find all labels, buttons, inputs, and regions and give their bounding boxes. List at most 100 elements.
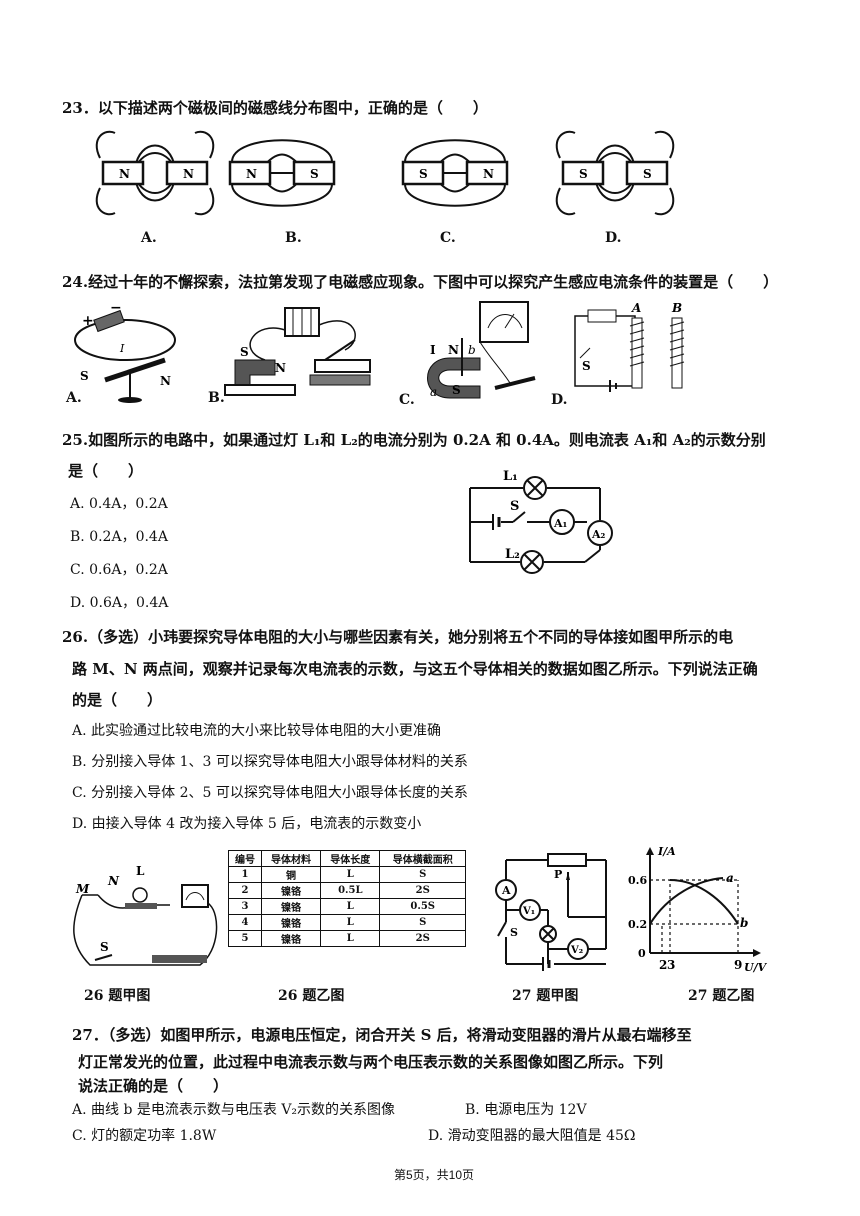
- table-row: 3 镍铬 L 0.5S: [228, 898, 466, 915]
- table-cell: S: [379, 914, 466, 931]
- table-cell: 4: [228, 914, 262, 931]
- graph-xtick: 9: [734, 958, 742, 972]
- fig-label: I: [430, 343, 436, 357]
- q24-figure-a: + − I S N: [74, 300, 176, 403]
- q26-jia-caption: 26 题甲图: [84, 988, 151, 1004]
- q27-option-b[interactable]: B. 电源电压为 12V: [465, 1102, 587, 1118]
- q27-option-c[interactable]: C. 灯的额定功率 1.8W: [72, 1128, 217, 1144]
- pole-label: N: [483, 167, 494, 181]
- fig-label: S: [452, 383, 461, 397]
- q25-stem-line1: 25.如图所示的电路中，如果通过灯 L₁和 L₂的电流分别为 0.2A 和 0.…: [62, 431, 766, 449]
- q23-option-d[interactable]: D.: [605, 230, 622, 246]
- switch-label: S: [510, 926, 518, 939]
- fig-label: a: [430, 385, 437, 399]
- q27-yi-graph: I/A U/V 0.6 0.2 0 2 3 9 a b: [628, 845, 768, 974]
- lamp-l2-label: L₂: [505, 547, 520, 562]
- table-cell: 0.5S: [379, 898, 466, 915]
- table-cell: 0.5L: [320, 882, 381, 899]
- graph-xtick: 2: [659, 958, 667, 972]
- q27-stem-line2: 灯正常发光的位置，此过程中电流表示数与两个电压表示数的关系图像如图乙所示。下列: [78, 1053, 664, 1071]
- q24-figure-b: S N: [224, 307, 371, 396]
- page-footer: 第5页，共10页: [394, 1168, 475, 1182]
- q23-figure-c: S N: [401, 139, 509, 207]
- ammeter-label: A: [501, 884, 511, 897]
- voltmeter-v1-label: V₁: [522, 906, 535, 917]
- q24-option-b[interactable]: B.: [208, 390, 225, 406]
- table-cell: 2S: [379, 882, 466, 899]
- q25-option-c[interactable]: C. 0.6A，0.2A: [70, 562, 168, 578]
- pole-label: S: [579, 167, 588, 181]
- table-cell: 镍铬: [260, 898, 322, 915]
- table-cell: 镍铬: [260, 914, 322, 931]
- pole-label: S: [643, 167, 652, 181]
- fig-label: N: [160, 374, 171, 388]
- q25-option-d[interactable]: D. 0.6A，0.4A: [70, 595, 169, 611]
- curve-a-label: a: [726, 871, 734, 885]
- graph-xtick: 3: [667, 958, 675, 972]
- switch-label: S: [510, 499, 519, 514]
- fig-label: N: [275, 361, 286, 375]
- q24-option-a[interactable]: A.: [66, 390, 82, 406]
- q27-jia-caption: 27 题甲图: [512, 988, 579, 1004]
- q25-option-a[interactable]: A. 0.4A，0.2A: [70, 496, 168, 512]
- q24-option-c[interactable]: C.: [399, 392, 415, 408]
- q25-option-b[interactable]: B. 0.2A，0.4A: [70, 529, 168, 545]
- q23-option-b[interactable]: B.: [285, 230, 302, 246]
- slider-label: P: [554, 868, 562, 881]
- table-cell: 铜: [260, 866, 322, 883]
- q26-option-b[interactable]: B. 分别接入导体 1、3 可以探究导体电阻大小跟导体材料的关系: [72, 754, 468, 770]
- pole-label: S: [419, 167, 428, 181]
- q27-yi-caption: 27 题乙图: [688, 988, 755, 1004]
- q27-jia-circuit: A V₁ V₂ P S: [495, 853, 607, 971]
- curve-b-label: b: [740, 916, 748, 930]
- q24-figure-d: S A B: [574, 301, 685, 392]
- voltmeter-v2-label: V₂: [570, 945, 583, 956]
- q23-figure-a: N N: [95, 130, 215, 216]
- q27-option-d[interactable]: D. 滑动变阻器的最大阻值是 45Ω: [428, 1128, 636, 1144]
- pole-label: N: [246, 167, 257, 181]
- pole-label: N: [183, 167, 194, 181]
- table-cell: L: [320, 914, 381, 931]
- table-row: 5 镍铬 L 2S: [228, 930, 466, 947]
- table-cell: S: [379, 866, 466, 883]
- q23-option-a[interactable]: A.: [141, 230, 157, 246]
- q27-stem-line1: 27．（多选）如图甲所示，电源电压恒定，闭合开关 S 后，将滑动变阻器的滑片从最…: [72, 1026, 692, 1044]
- q25-circuit-diagram: L₁ L₂ S A₁ A₂: [469, 469, 613, 574]
- q26-yi-caption: 26 题乙图: [278, 988, 345, 1004]
- pole-label: N: [119, 167, 130, 181]
- table-header: 导体横截面积: [379, 850, 466, 867]
- table-row: 2 镍铬 0.5L 2S: [228, 882, 466, 899]
- table-cell: 2: [228, 882, 262, 899]
- pole-label: S: [310, 167, 319, 181]
- table-header: 导体长度: [320, 850, 381, 867]
- table-cell: L: [320, 866, 381, 883]
- q27-option-a[interactable]: A. 曲线 b 是电流表示数与电压表 V₂示数的关系图像: [72, 1102, 396, 1118]
- fig-label: S: [582, 359, 591, 373]
- q26-option-c[interactable]: C. 分别接入导体 2、5 可以探究导体电阻大小跟导体长度的关系: [72, 785, 468, 801]
- graph-ytick: 0.2: [628, 918, 647, 931]
- fig-label: A: [631, 301, 641, 315]
- lamp-l1-label: L₁: [503, 469, 518, 484]
- table-row: 1 铜 L S: [228, 866, 466, 883]
- q23-figure-d: S S: [555, 130, 675, 216]
- fig-label: I: [119, 342, 125, 355]
- q23-stem: 23．以下描述两个磁极间的磁感线分布图中，正确的是（ ）: [62, 99, 488, 117]
- q26-option-a[interactable]: A. 此实验通过比较电流的大小来比较导体电阻的大小更准确: [72, 723, 442, 739]
- svg-text:−: −: [110, 300, 122, 316]
- q26-stem-line3: 的是（ ）: [72, 691, 163, 709]
- q23-option-c[interactable]: C.: [440, 230, 456, 246]
- fig-label: B: [671, 301, 682, 315]
- fig-label: N: [448, 343, 459, 357]
- q26-jia-circuit: M N L S: [73, 864, 218, 966]
- table-cell: L: [320, 930, 381, 947]
- q26-option-d[interactable]: D. 由接入导体 4 改为接入导体 5 后，电流表的示数变小: [72, 816, 422, 832]
- q24-option-d[interactable]: D.: [551, 392, 568, 408]
- table-cell: 镍铬: [260, 930, 322, 947]
- graph-ylabel: I/A: [657, 845, 676, 858]
- svg-text:+: +: [82, 313, 94, 329]
- table-cell: 3: [228, 898, 262, 915]
- q24-stem: 24.经过十年的不懈探索，法拉第发现了电磁感应现象。下图中可以探究产生感应电流条…: [62, 273, 779, 291]
- q26-stem-line2: 路 M、N 两点间，观察并记录每次电流表的示数，与这五个导体相关的数据如图乙所示…: [72, 660, 758, 678]
- table-header: 编号: [228, 850, 262, 867]
- table-cell: 1: [228, 866, 262, 883]
